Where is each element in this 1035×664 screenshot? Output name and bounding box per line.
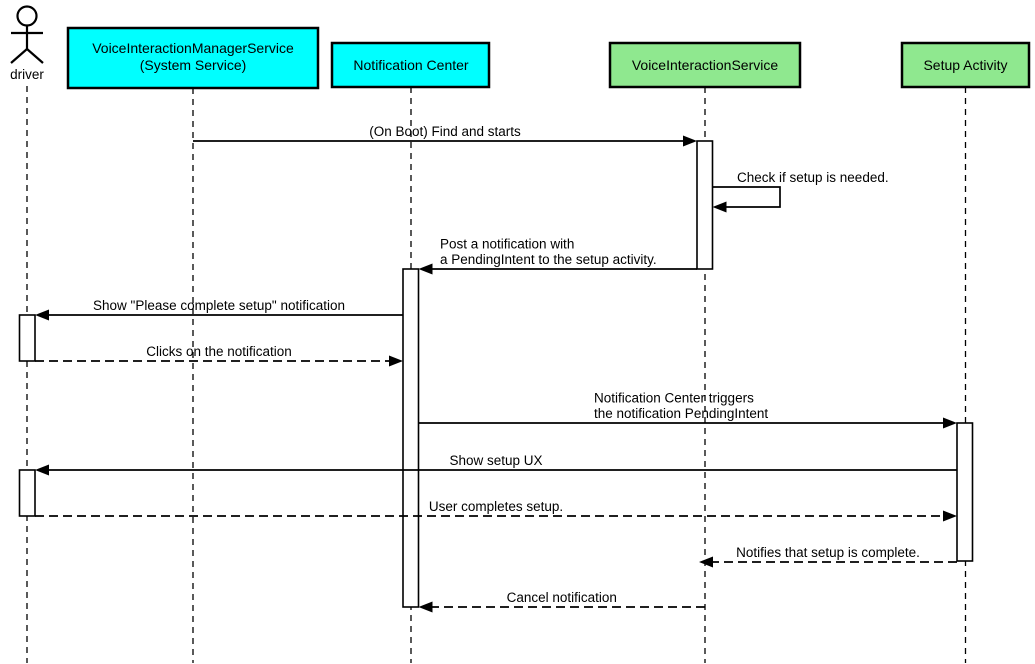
message-label: Show "Please complete setup" notificatio… [93,298,345,313]
arrowhead-icon [389,355,403,367]
activation-bar-driver-2 [18,469,36,517]
actor-leg-left-icon [10,48,28,64]
participant-label: VoiceInteractionService [632,57,779,73]
message-cancel-notification: Cancel notification [418,590,705,613]
participant-label: (System Service) [140,57,247,73]
arrowhead-icon [418,601,433,613]
arrowhead-icon [712,201,727,213]
participant-setup-activity: Setup Activity [900,41,1031,89]
message-label: (On Boot) Find and starts [369,124,521,139]
message-label: Check if setup is needed. [737,170,889,185]
arrowhead-icon [943,417,957,429]
participant-box-setup-activity [900,41,1031,89]
message-line [712,186,781,208]
participant-box-voice-interaction-service [608,41,802,89]
message-label: Cancel notification [507,590,617,605]
message-user-completes-setup: User completes setup. [35,499,957,522]
message-show-setup-notification: Show "Please complete setup" notificatio… [35,298,403,321]
arrowhead-icon [35,309,49,321]
actor-leg-right-icon [26,48,44,64]
participant-label: Setup Activity [923,57,1007,73]
message-label: Notifies that setup is complete. [736,545,920,560]
arrowhead-icon [683,135,697,147]
participant-box-voice-interaction-manager-service [66,26,320,90]
actor-label: driver [10,67,44,82]
message-label: Post a notification with [440,237,574,252]
activation-bar-voice-interaction-service-1 [696,140,714,270]
participant-voice-interaction-manager-service: VoiceInteractionManagerService(System Se… [66,26,320,90]
participant-label: Notification Center [353,57,469,73]
arrowhead-icon [35,464,49,476]
participant-voice-interaction-service: VoiceInteractionService [608,41,802,89]
message-label: the notification PendingIntent [594,406,768,421]
actor-head-icon [16,5,38,27]
message-notifies-setup-complete: Notifies that setup is complete. [699,545,957,568]
activation-bar-notification-center-1 [402,268,420,608]
message-check-if-setup-needed: Check if setup is needed. [712,170,889,213]
message-label: a PendingIntent to the setup activity. [440,252,657,267]
message-label: Clicks on the notification [146,344,292,359]
participant-label: VoiceInteractionManagerService [92,40,294,56]
message-label: Notification Center triggers [594,391,754,406]
message-show-setup-ux: Show setup UX [35,453,957,476]
arrowhead-icon [699,556,713,568]
message-label: Show setup UX [449,453,542,468]
participant-box-notification-center [330,41,491,89]
participant-notification-center: Notification Center [330,41,491,89]
arrowhead-icon [943,510,957,522]
message-clicks-notification: Clicks on the notification [35,344,403,367]
actor-driver: driver [10,5,44,82]
arrowhead-icon [418,263,433,275]
activation-bar-setup-activity-1 [956,422,974,562]
activation-bar-driver-1 [18,314,36,362]
message-label: User completes setup. [429,499,563,514]
message-find-and-starts: (On Boot) Find and starts [193,124,697,147]
